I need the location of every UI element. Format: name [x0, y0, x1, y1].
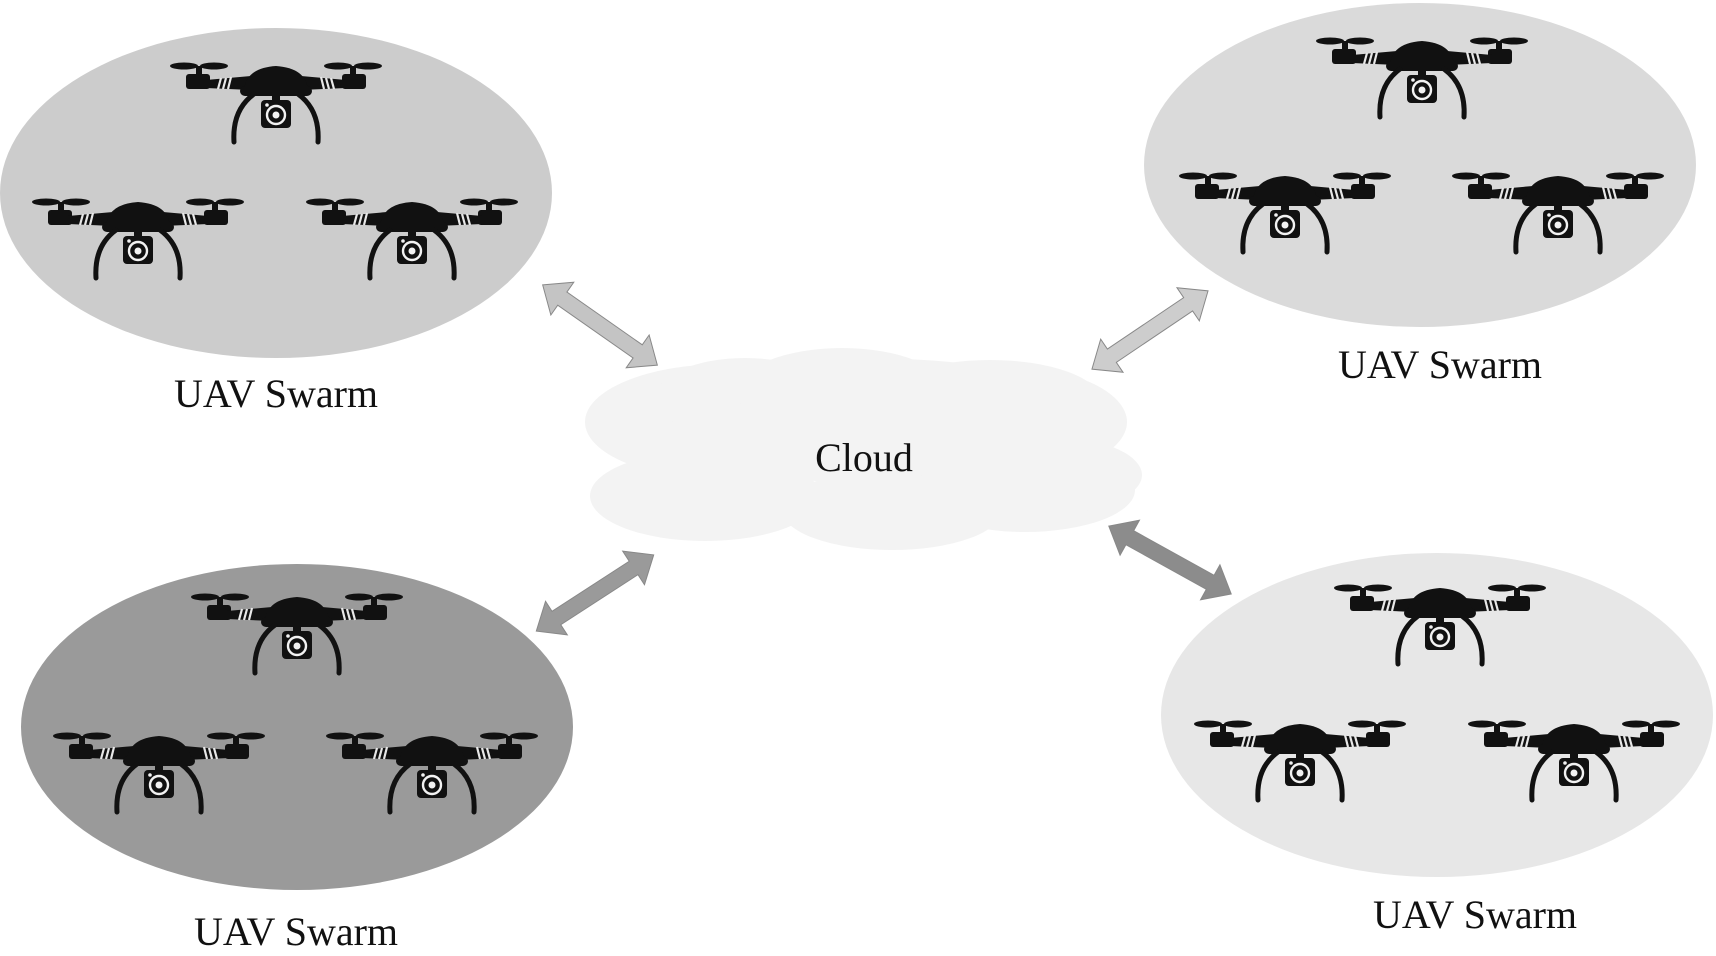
- swarm-label: UAV Swarm: [1373, 892, 1577, 937]
- uav-swarm-top-right: UAV Swarm: [1144, 3, 1696, 387]
- double-arrow-icon: [530, 267, 670, 383]
- swarm-ellipse: [1161, 553, 1713, 877]
- double-arrow-icon: [524, 537, 666, 649]
- uav-swarm-top-left: UAV Swarm: [0, 28, 552, 416]
- uav-swarm-bottom-right: UAV Swarm: [1161, 553, 1713, 937]
- swarm-label: UAV Swarm: [194, 909, 398, 954]
- cloud-icon: Cloud: [585, 348, 1142, 550]
- swarm-ellipse: [21, 564, 573, 890]
- cloud-label: Cloud: [815, 435, 913, 480]
- swarm-label: UAV Swarm: [174, 371, 378, 416]
- double-arrow-icon: [1080, 273, 1220, 387]
- swarm-ellipse: [1144, 3, 1696, 327]
- swarm-ellipse: [0, 28, 552, 358]
- uav-swarm-bottom-left: UAV Swarm: [21, 564, 573, 954]
- swarm-label: UAV Swarm: [1338, 342, 1542, 387]
- double-arrow-icon: [1098, 508, 1242, 612]
